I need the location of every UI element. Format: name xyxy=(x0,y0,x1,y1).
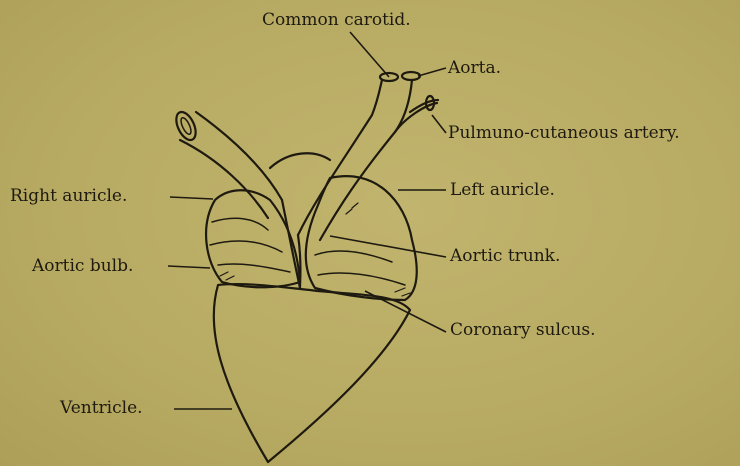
ventricle-outline xyxy=(214,284,410,462)
label-ventricle: Ventricle. xyxy=(60,398,143,418)
right-auricle-folds xyxy=(210,218,290,272)
left-auricle-folds xyxy=(315,251,405,285)
aorta-opening xyxy=(402,72,420,80)
leader-aortic-trunk xyxy=(330,236,446,257)
label-aorta: Aorta. xyxy=(448,58,501,78)
label-coronary-sulcus: Coronary sulcus. xyxy=(450,320,596,340)
auricle-top-outline xyxy=(270,153,330,168)
left-arterial-trunk xyxy=(298,80,412,240)
right-auricle-outline xyxy=(206,190,300,287)
label-right-auricle: Right auricle. xyxy=(10,186,127,206)
leader-aortic-bulb xyxy=(168,266,210,268)
right-artery-opening xyxy=(172,109,199,143)
label-aortic-trunk: Aortic trunk. xyxy=(450,246,560,266)
leader-common-carotid xyxy=(350,32,389,77)
leader-aorta xyxy=(418,68,446,76)
label-pulmuno-cutaneous-artery: Pulmuno-cutaneous artery. xyxy=(448,123,680,143)
shading-hatches xyxy=(220,203,410,296)
leader-pulmuno-cutaneous xyxy=(432,115,446,133)
label-left-auricle: Left auricle. xyxy=(450,180,555,200)
left-auricle-outline xyxy=(306,176,417,300)
aorta-branch xyxy=(395,100,438,132)
label-common-carotid: Common carotid. xyxy=(262,10,411,30)
leader-right-auricle xyxy=(170,197,213,199)
aortic-trunk-outline xyxy=(282,200,301,288)
label-aortic-bulb: Aortic bulb. xyxy=(32,256,133,276)
leader-coronary-sulcus xyxy=(365,291,446,332)
